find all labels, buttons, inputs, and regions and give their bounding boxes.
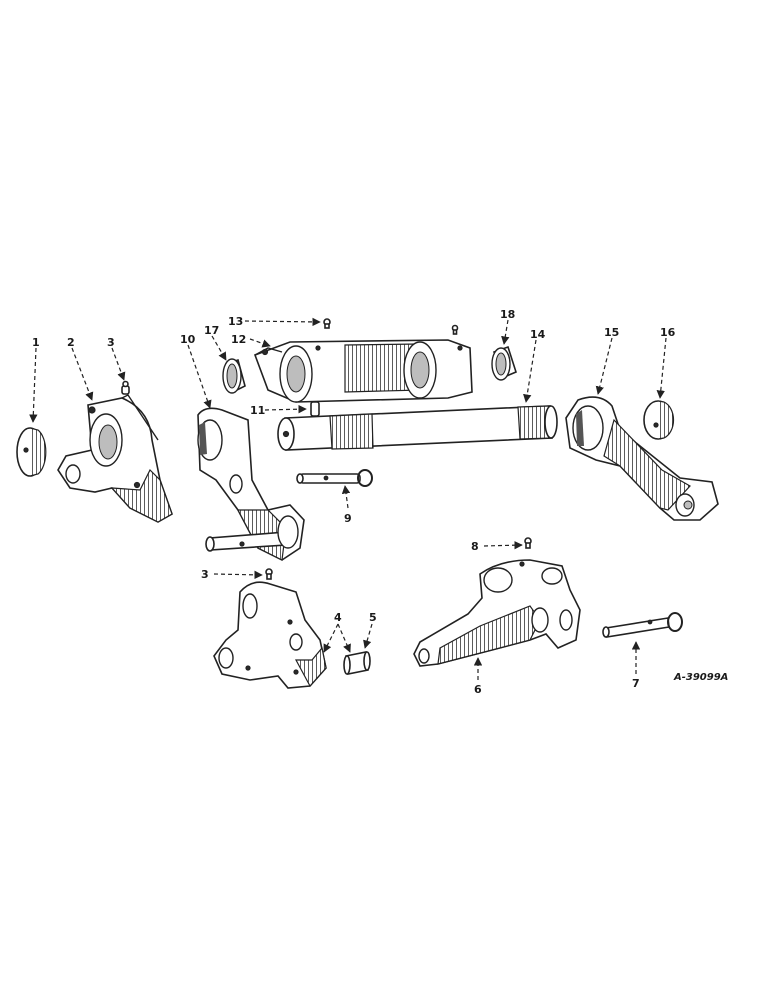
callout-leaders	[29, 317, 667, 680]
part-1-washer	[16, 427, 47, 477]
part-7-pin-lower	[602, 612, 683, 638]
callout-10: 10	[180, 333, 196, 346]
callout-16: 16	[660, 326, 676, 339]
part-15-lift-arm	[565, 396, 719, 521]
leader-8	[483, 541, 523, 550]
leader-1	[29, 347, 38, 423]
callout-13: 13	[228, 315, 243, 328]
part-9-pin-upper	[296, 469, 373, 487]
part-14-shaft	[277, 405, 558, 451]
callout-17: 17	[204, 324, 219, 337]
callout-9: 9	[344, 512, 352, 525]
callout-2: 2	[67, 336, 75, 349]
callout-labels: 1 2 3 10 17 13 12 11 9 18 14 15 16 3 8 4…	[32, 308, 728, 696]
leader-18	[501, 319, 510, 345]
callout-3-upper: 3	[107, 336, 115, 349]
leader-12	[249, 338, 271, 348]
callout-1: 1	[32, 336, 40, 349]
part-8-fitting	[524, 537, 532, 549]
callout-6: 6	[474, 683, 482, 696]
figure-reference: A-39099A	[673, 672, 728, 683]
callout-8: 8	[471, 540, 479, 553]
part-17-bushing	[222, 358, 246, 394]
part-5-bushing	[343, 651, 371, 675]
part-4-lower-bracket	[213, 581, 327, 689]
leader-4a	[323, 623, 339, 653]
part-11-dowel	[310, 401, 320, 417]
callout-14: 14	[530, 328, 546, 341]
part-3-fitting-upper	[121, 380, 130, 395]
leader-11	[264, 404, 307, 414]
leader-14	[523, 339, 537, 403]
part-12-housing	[253, 339, 473, 403]
leader-10	[187, 344, 212, 409]
leader-3-upper	[111, 347, 126, 381]
callout-18: 18	[500, 308, 515, 321]
leader-17	[211, 335, 227, 361]
part-18-bushing	[491, 345, 517, 381]
leader-4b	[337, 623, 351, 653]
leader-15	[595, 337, 613, 395]
callout-12: 12	[231, 333, 246, 346]
callout-3-lower: 3	[201, 568, 209, 581]
callout-11: 11	[250, 404, 265, 417]
leader-2	[71, 347, 94, 401]
leader-9	[341, 485, 351, 509]
leader-13	[244, 317, 321, 327]
leader-5	[363, 623, 373, 649]
callout-5: 5	[369, 611, 377, 624]
part-10-lever-arm	[197, 407, 305, 561]
leader-16	[656, 337, 667, 399]
part-13-fitting	[323, 318, 331, 329]
fitting-housing-top	[451, 324, 459, 335]
part-16-washer	[643, 400, 675, 440]
callout-15: 15	[604, 326, 619, 339]
callout-4: 4	[334, 611, 342, 624]
callout-7: 7	[632, 677, 640, 690]
part-6-lower-arm	[413, 559, 581, 667]
part-3-fitting-lower	[265, 568, 273, 580]
part-2-bracket	[57, 394, 173, 523]
leader-3-lower	[213, 570, 263, 580]
